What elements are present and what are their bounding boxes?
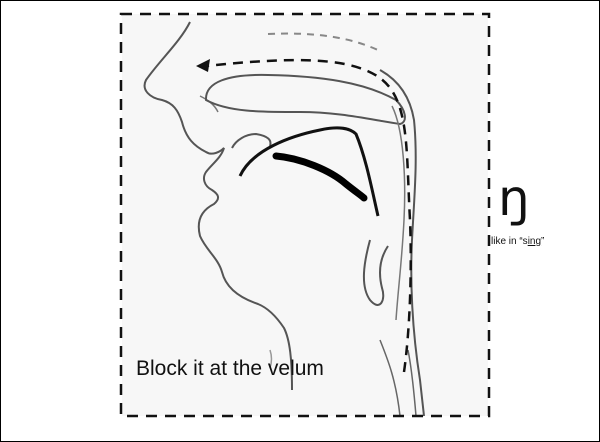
example-word: like in “sing” (491, 236, 544, 247)
ipa-symbol: ŋ (498, 173, 530, 223)
example-prefix: like in “s (491, 236, 528, 247)
head-background (122, 14, 488, 416)
caption-label: Block it at the velum (136, 357, 324, 381)
example-highlight: ing (528, 236, 541, 247)
example-suffix: ” (541, 236, 544, 247)
